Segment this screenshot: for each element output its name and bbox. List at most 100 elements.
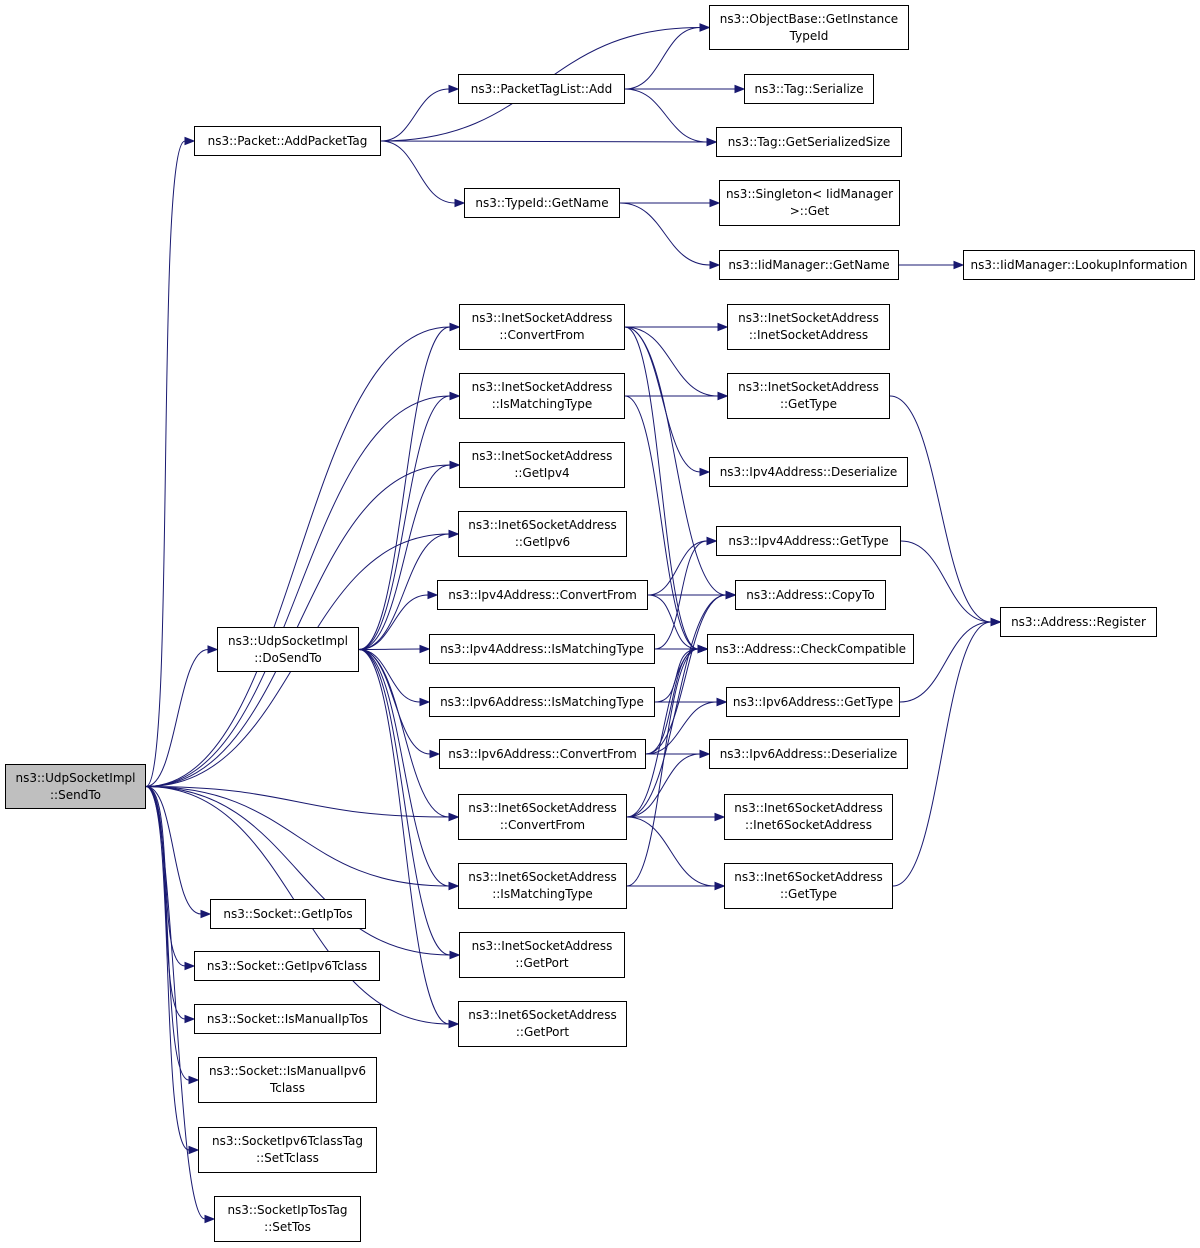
edge-sendto-to-isa_getport [145, 786, 451, 956]
node-inet6socketaddress-getipv6[interactable]: ns3::Inet6SocketAddress::GetIpv6 [458, 511, 627, 557]
edge-dosendto-to-isa_convertfrom [358, 326, 451, 650]
node-udpsocketimpl-dosendto[interactable]: ns3::UdpSocketImpl::DoSendTo [217, 627, 359, 672]
node-ipv4address-ismatchingtype[interactable]: ns3::Ipv4Address::IsMatchingType [429, 634, 655, 664]
node-label-line: ns3::Inet6SocketAddress [468, 518, 617, 532]
node-packettaglist-add[interactable]: ns3::PacketTagList::Add [458, 74, 625, 104]
node-ipv6address-ismatchingtype[interactable]: ns3::Ipv6Address::IsMatchingType [429, 687, 655, 717]
edge-arrowhead [699, 23, 711, 32]
node-ipv6address-gettype[interactable]: ns3::Ipv6Address::GetType [726, 687, 900, 717]
node-ipv6address-convertfrom[interactable]: ns3::Ipv6Address::ConvertFrom [439, 739, 646, 769]
node-inet6socketaddress-getport[interactable]: ns3::Inet6SocketAddress::GetPort [458, 1001, 627, 1047]
edge-arrowhead [419, 644, 431, 654]
node-inetsocketaddress-getport[interactable]: ns3::InetSocketAddress::GetPort [459, 932, 625, 978]
node-socket-getipv6tclass[interactable]: ns3::Socket::GetIpv6Tclass [194, 951, 380, 981]
edge-ipv4_convert-to-ipv4_gettype [647, 540, 708, 596]
node-inetsocketaddress-convertfrom[interactable]: ns3::InetSocketAddress::ConvertFrom [459, 304, 625, 350]
edge-dosendto-to-isa_getport [358, 649, 451, 956]
node-label-line: ns3::Packet::AddPacketTag [207, 133, 368, 148]
edge-arrowhead [448, 529, 460, 539]
edge-i6sa_gettype-to-addr_register [892, 621, 992, 887]
edge-sendto-to-dosendto [145, 649, 209, 787]
node-label-line: ns3::PacketTagList::Add [470, 81, 613, 96]
node-socket-getiptos[interactable]: ns3::Socket::GetIpTos [210, 899, 366, 929]
node-label-line: ns3::UdpSocketImpl [228, 633, 348, 648]
edge-arrowhead [448, 84, 460, 94]
node-inetsocketaddress-ismatchingtype[interactable]: ns3::InetSocketAddress::IsMatchingType [459, 373, 625, 419]
edge-i6sa_convert-to-ipv6_deser [626, 753, 701, 818]
edge-arrowhead [184, 136, 196, 146]
edge-arrowhead [449, 950, 461, 960]
edge-arrowhead [448, 881, 460, 891]
edge-arrowhead [697, 644, 709, 654]
edge-sendto-to-sock_getiptos [145, 786, 202, 915]
node-socket-ismanualiptos[interactable]: ns3::Socket::IsManualIpTos [194, 1004, 381, 1034]
edge-dosendto-to-ipv6_ismatching [358, 649, 421, 703]
node-udpsocketimpl-sendto: ns3::UdpSocketImpl::SendTo [5, 764, 146, 809]
node-tag-getserializedsize[interactable]: ns3::Tag::GetSerializedSize [716, 127, 902, 157]
node-label-line: ::GetIpv6 [514, 535, 571, 549]
node-packet-addpackettag[interactable]: ns3::Packet::AddPacketTag [194, 126, 381, 156]
edge-ptl_add-to-tag_getsersize [624, 88, 708, 143]
node-inet6socketaddress-convertfrom[interactable]: ns3::Inet6SocketAddress::ConvertFrom [458, 794, 627, 840]
node-address-checkcompatible[interactable]: ns3::Address::CheckCompatible [707, 634, 914, 664]
edge-sendto-to-isa_ismatching [145, 395, 451, 787]
node-typeid-getname[interactable]: ns3::TypeId::GetName [464, 188, 620, 218]
edge-sendto-to-i6sa_convert [145, 786, 450, 818]
node-tag-serialize[interactable]: ns3::Tag::Serialize [744, 74, 874, 104]
node-inet6socketaddress-ismatchingtype[interactable]: ns3::Inet6SocketAddress::IsMatchingType [458, 863, 627, 909]
node-label-line: ::DoSendTo [254, 650, 322, 665]
node-address-copyto[interactable]: ns3::Address::CopyTo [735, 580, 886, 610]
node-inet6socketaddress-ctor[interactable]: ns3::Inet6SocketAddress::Inet6SocketAddr… [724, 794, 893, 840]
edge-isa_ismatching-to-addr_checkcompat [624, 395, 699, 650]
edge-arrowhead [188, 1145, 200, 1155]
edge-sendto-to-addpackettag [145, 140, 186, 787]
node-label-line: >::Get [789, 204, 830, 218]
edge-arrowhead [725, 590, 737, 600]
edge-sendto-to-isa_getipv4 [145, 464, 451, 787]
edge-arrowhead [448, 1019, 460, 1029]
edge-ptl_add-to-ob_getinstance [624, 27, 701, 90]
edge-typeid_getname-to-iid_getname [619, 202, 711, 266]
node-label-line: ns3::InetSocketAddress [738, 311, 879, 325]
node-socketiptostag-settos[interactable]: ns3::SocketIpTosTag::SetTos [214, 1196, 361, 1242]
node-socketipv6tclasstag-settclass[interactable]: ns3::SocketIpv6TclassTag::SetTclass [198, 1127, 377, 1173]
node-label-line: ns3::IidManager::GetName [728, 257, 890, 272]
edge-sendto-to-isa_convertfrom [145, 326, 451, 787]
edge-arrowhead [706, 536, 718, 546]
node-label-line: ns3::IidManager::LookupInformation [970, 257, 1188, 272]
node-ipv4address-gettype[interactable]: ns3::Ipv4Address::GetType [716, 526, 901, 556]
node-label-line: ns3::TypeId::GetName [475, 195, 609, 210]
node-ipv4address-convertfrom[interactable]: ns3::Ipv4Address::ConvertFrom [437, 580, 648, 610]
node-singleton-iidmanager-get[interactable]: ns3::Singleton< IidManager>::Get [719, 180, 900, 226]
node-label-line: ns3::Ipv4Address::GetType [728, 533, 889, 548]
node-ipv4address-deserialize[interactable]: ns3::Ipv4Address::Deserialize [709, 457, 908, 487]
edge-arrowhead [709, 260, 721, 270]
edge-dosendto-to-ipv4_convert [358, 594, 429, 650]
node-address-register[interactable]: ns3::Address::Register [1000, 607, 1157, 637]
node-label-line: ns3::Ipv4Address::Deserialize [719, 464, 898, 479]
edge-isa_convertfrom-to-addr_checkcompat [624, 326, 699, 650]
edge-ipv6_convert-to-ipv6_gettype [645, 701, 718, 755]
edge-arrowhead [204, 1214, 216, 1224]
edge-dosendto-to-i6sa_ismatching [358, 649, 450, 887]
node-inetsocketaddress-gettype[interactable]: ns3::InetSocketAddress::GetType [727, 373, 890, 419]
edge-addpackettag-to-typeid_getname [380, 140, 456, 204]
node-inet6socketaddress-gettype[interactable]: ns3::Inet6SocketAddress::GetType [724, 863, 893, 909]
node-label-line: ns3::Inet6SocketAddress [468, 870, 617, 884]
node-label-line: ns3::UdpSocketImpl [15, 770, 136, 785]
node-label-line: ns3::Inet6SocketAddress [734, 870, 883, 884]
node-inetsocketaddress-getipv4[interactable]: ns3::InetSocketAddress::GetIpv4 [459, 442, 625, 488]
edge-arrowhead [419, 697, 431, 707]
edge-i6sa_convert-to-addr_copyto [626, 594, 727, 818]
node-label-line: TypeId [789, 28, 829, 43]
node-label-line: ns3::Ipv6Address::IsMatchingType [440, 694, 644, 709]
node-inetsocketaddress-ctor[interactable]: ns3::InetSocketAddress::InetSocketAddres… [727, 304, 890, 350]
node-ipv6address-deserialize[interactable]: ns3::Ipv6Address::Deserialize [709, 739, 908, 769]
node-label-line: ns3::InetSocketAddress [738, 380, 879, 394]
node-iidmanager-lookupinformation[interactable]: ns3::IidManager::LookupInformation [963, 250, 1195, 280]
node-iidmanager-getname[interactable]: ns3::IidManager::GetName [719, 250, 899, 280]
edge-addpackettag-to-tag_getsersize [380, 140, 708, 143]
